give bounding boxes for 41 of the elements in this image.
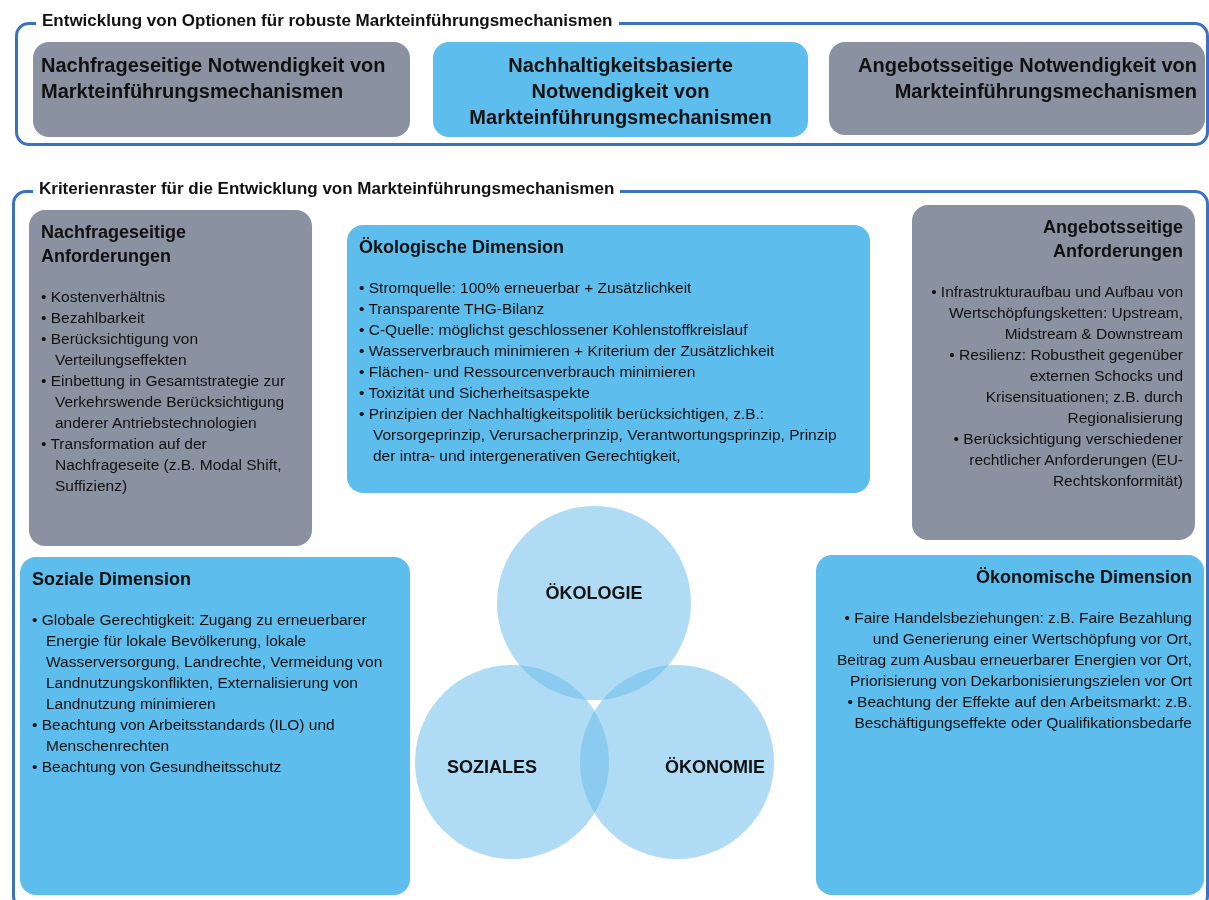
section-heading: Kriterienraster für die Entwicklung von Markteinführungsmechanismen bbox=[33, 179, 621, 199]
bullet-point: • Beachtung von Arbeitsstandards (ILO) und Menschenrechten bbox=[32, 715, 336, 756]
bullet-point: • Transparente THG-Bilanz bbox=[359, 299, 546, 319]
bullet-point: • Bezahlbarkeit bbox=[41, 308, 146, 328]
category-card bbox=[433, 42, 808, 137]
card-heading: Ökonomische Dimension bbox=[974, 566, 1192, 589]
bullet-point: • C-Quelle: möglichst geschlossener Kohlenstoffkreislauf bbox=[359, 320, 749, 340]
bullet-point: • Flächen- und Ressourcenverbrauch minimieren bbox=[359, 362, 697, 382]
bullet-point: • Wasserverbrauch minimieren + Kriterium der Zusätzlichkeit bbox=[359, 341, 776, 361]
circle-label: ÖKONOMIE bbox=[665, 756, 765, 778]
card-title: Nachfrageseitige Notwendigkeit von Markteinführungsmechanismen bbox=[41, 53, 387, 104]
circle-label: ÖKOLOGIE bbox=[545, 582, 643, 604]
card-heading: Ökologische Dimension bbox=[359, 236, 566, 259]
bullet-point: • Resilienz: Robustheit gegenüber externen Schocks und Krisensituationen; z.B. durch Regionalisierung bbox=[948, 345, 1183, 428]
criteria-card bbox=[20, 557, 410, 895]
bullet-point: • Faire Handelsbeziehungen: z.B. Faire Bezahlung und Generierung einer Wertschöpfung vor Ort, Beitrag zum Ausbau erneuerbarer Energien vor Ort, Priorisierung von Dekarbonisierungszielen vor Ort bbox=[836, 608, 1192, 691]
bullet-point: • Einbettung in Gesamtstrategie zur Verkehrswende Berücksichtigung anderer Antriebstechnologien bbox=[41, 371, 287, 433]
card-heading: Nachfrageseitige Anforderungen bbox=[41, 221, 188, 268]
criteria-card bbox=[347, 225, 870, 493]
bullet-point: • Infrastrukturaufbau und Aufbau von Wertschöpfungsketten: Upstream, Midstream & Downstream bbox=[930, 282, 1183, 344]
section-heading: Entwicklung von Optionen für robuste Markteinführungsmechanismen bbox=[36, 11, 619, 31]
criteria-card bbox=[29, 210, 312, 546]
bullet-point: • Globale Gerechtigkeit: Zugang zu erneuerbarer Energie für lokale Bevölkerung, lokale Wasserversorgung, Landrechte, Vermeidung von Landnutzungskonflikten, Externalisierung von Landnutzung minimieren bbox=[32, 610, 384, 714]
bullet-point: • Prinzipien der Nachhaltigkeitspolitik berücksichtigen, z.B.: Vorsorgeprinzip, Verursacherprinzip, Verantwortungsprinzip, Prinzip der intra- und intergenerativen Gerechtigkeit, bbox=[359, 404, 838, 466]
bullet-point: • Toxizität und Sicherheitsaspekte bbox=[359, 383, 591, 403]
bullet-point: • Beachtung der Effekte auf den Arbeitsmarkt: z.B. Beschäftigungseffekte oder Qualifikationsbedarfe bbox=[846, 692, 1192, 733]
circle-label: SOZIALES bbox=[447, 756, 537, 778]
criteria-card bbox=[912, 205, 1195, 540]
bullet-point: • Transformation auf der Nachfrageseite (z.B. Modal Shift, Suffizienz) bbox=[41, 434, 283, 496]
bullet-point: • Kostenverhältnis bbox=[41, 287, 167, 307]
category-card bbox=[33, 42, 410, 137]
bullet-point: • Stromquelle: 100% erneuerbar + Zusätzlichkeit bbox=[359, 278, 693, 298]
card-title: Nachhaltigkeitsbasierte Notwendigkeit von Markteinführungsmechanismen bbox=[468, 53, 773, 130]
bullet-point: • Beachtung von Gesundheitsschutz bbox=[32, 757, 283, 777]
criteria-card bbox=[816, 555, 1204, 895]
bullet-point: • Berücksichtigung von Verteilungseffekten bbox=[41, 329, 200, 370]
category-card bbox=[829, 42, 1205, 135]
card-title: Angebotsseitige Notwendigkeit von Markteinführungsmechanismen bbox=[857, 53, 1197, 104]
card-heading: Soziale Dimension bbox=[32, 568, 193, 591]
bullet-point: • Berücksichtigung verschiedener rechtlicher Anforderungen (EU-Rechtskonformität) bbox=[952, 429, 1183, 491]
card-heading: Angebotsseitige Anforderungen bbox=[1041, 216, 1183, 263]
